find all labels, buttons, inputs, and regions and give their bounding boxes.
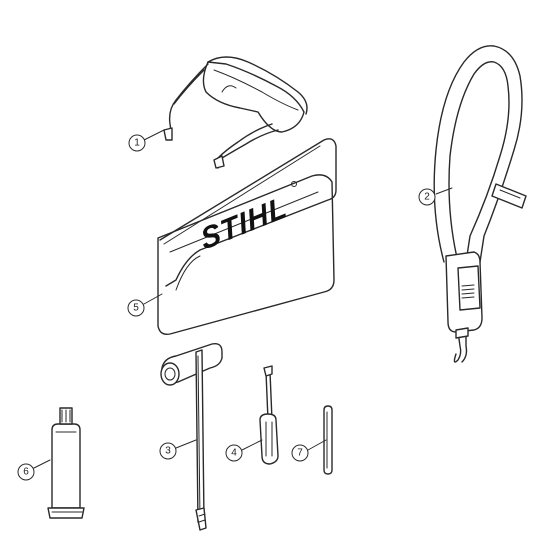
callout-leaders [33,129,453,469]
svg-text:5: 5 [133,303,139,314]
callout-4: 4 [225,444,243,462]
combination-wrench [160,342,223,531]
grease-tube [47,407,85,519]
svg-text:4: 4 [231,448,237,459]
svg-text:6: 6 [23,467,29,478]
harness-strap [433,45,527,363]
callout-7: 7 [291,444,309,462]
pin [323,405,333,475]
callout-2: 2 [418,188,436,206]
tool-pouch: STIHL [157,138,337,336]
svg-text:3: 3 [165,446,171,457]
screwdriver [259,365,279,465]
callout-1: 1 [128,134,146,152]
callout-6: 6 [17,463,35,481]
callout-5: 5 [127,299,145,317]
svg-text:7: 7 [297,448,303,459]
safety-glasses [163,56,308,169]
svg-text:2: 2 [424,192,430,203]
callout-3: 3 [159,442,177,460]
registered-mark [291,181,297,187]
svg-text:1: 1 [134,138,140,149]
